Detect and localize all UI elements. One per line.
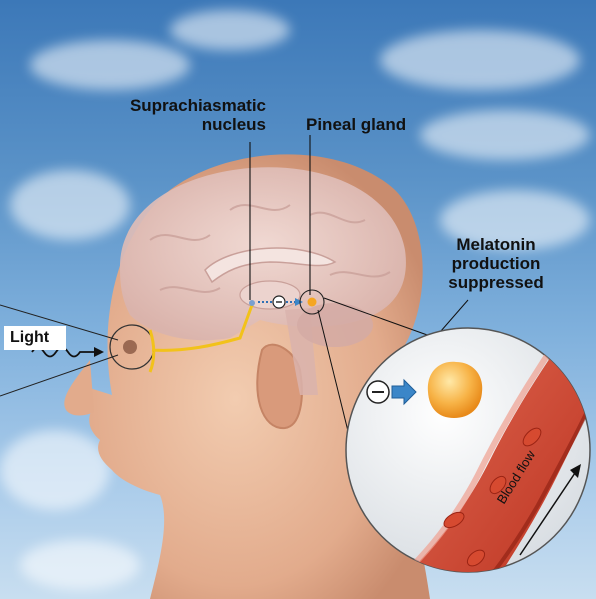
scn-label: Suprachiasmatic nucleus (70, 96, 266, 134)
pineal-label-text: Pineal gland (306, 115, 406, 134)
light-ray (0, 355, 118, 396)
light-label: Light (4, 326, 66, 350)
melatonin-label-line1: Melatonin (416, 235, 576, 254)
light-arrowhead (94, 347, 104, 357)
pineal-gland-enlarged (428, 362, 482, 418)
pineal-gland (308, 298, 317, 307)
melatonin-label-line2: production (416, 254, 576, 273)
light-label-text: Light (10, 329, 49, 346)
scn-label-line1: Suprachiasmatic (70, 96, 266, 115)
melatonin-label: Melatonin production suppressed (416, 235, 576, 292)
melatonin-label-line3: suppressed (416, 273, 576, 292)
scn-label-line2: nucleus (70, 115, 266, 134)
eye (123, 340, 137, 354)
scn-marker (249, 300, 255, 306)
pineal-label: Pineal gland (306, 115, 406, 134)
